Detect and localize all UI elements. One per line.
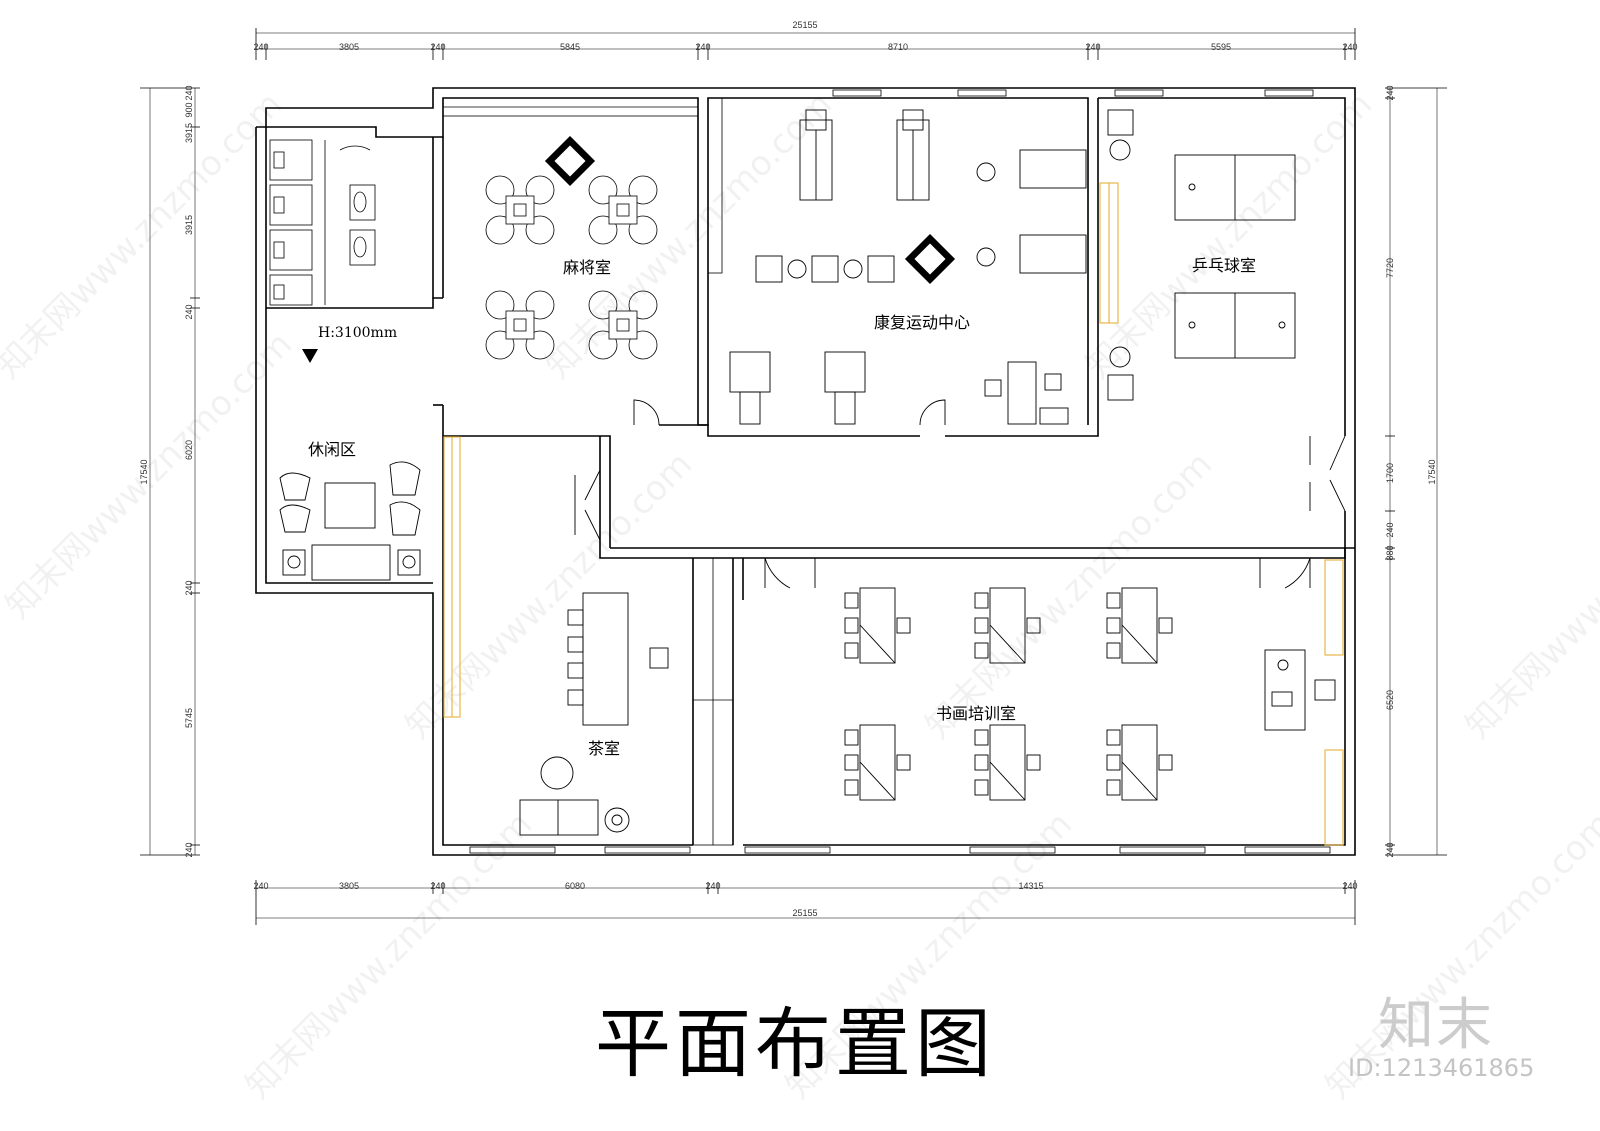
dim-label: 6520 [1385, 690, 1395, 710]
dim-label: 240 [184, 842, 194, 857]
dim-label: 880 [1385, 545, 1395, 560]
dimension-lines [140, 28, 1447, 925]
dim-label: 3915 [184, 215, 194, 235]
dim-label: 240 [430, 42, 445, 52]
accent-windows [443, 182, 1344, 846]
height-note: H:3100mm [318, 325, 397, 341]
dim-label: 240 [430, 881, 445, 891]
dim-label: 240 [695, 42, 710, 52]
dim-label: 240 [1342, 42, 1357, 52]
watermark: 知末网www.znzmo.com [0, 84, 290, 386]
dim-label: 7720 [1385, 258, 1395, 278]
dim-label: 5745 [184, 708, 194, 728]
lounge-furniture [279, 461, 421, 581]
image-id: ID:1213461865 [1348, 1054, 1535, 1082]
dim-label: 3805 [339, 42, 359, 52]
dim-top-total: 25155 [792, 20, 817, 30]
calligraphy-desks [764, 557, 1336, 801]
dim-label: 3805 [339, 881, 359, 891]
watermark-layer: 知末网www.znzmo.com 知末网www.znzmo.com 知末网www… [0, 84, 1600, 1106]
room-label-rehab: 康复运动中心 [874, 313, 970, 332]
dim-label: 8710 [888, 42, 908, 52]
room-label-pingpong: 乒乓球室 [1192, 256, 1256, 275]
dim-label: 5845 [560, 42, 580, 52]
dim-label: 240 [184, 304, 194, 319]
dim-bottom-total: 25155 [792, 908, 817, 918]
dim-label: 5595 [1211, 42, 1231, 52]
walls [255, 87, 1356, 856]
dim-label: 240 [1385, 522, 1395, 537]
dim-left-total: 17540 [139, 459, 149, 484]
dim-label: 900 [184, 102, 194, 117]
dim-label: 6080 [565, 881, 585, 891]
dim-label: 240 [705, 881, 720, 891]
dim-label: 3915 [184, 123, 194, 143]
dim-label: 240 [1385, 842, 1395, 857]
watermark: 知末网www.znzmo.com [918, 444, 1220, 746]
dim-label: 240 [253, 42, 268, 52]
watermark: 知末网www.znzmo.com [1458, 444, 1600, 746]
level-marker [302, 349, 318, 363]
room-labels: 麻将室 康复运动中心 乒乓球室 休闲区 茶室 书画培训室 [308, 256, 1256, 758]
room-label-calligraphy: 书画培训室 [936, 704, 1016, 723]
watermark: 知末网www.znzmo.com [238, 804, 540, 1106]
dim-label: 240 [1385, 85, 1395, 100]
mahjong-tables [485, 175, 658, 360]
brand-logo: 知末 [1378, 993, 1494, 1058]
dim-label: 6020 [184, 440, 194, 460]
dim-label: 1700 [1385, 463, 1395, 483]
room-label-mahjong: 麻将室 [563, 258, 611, 277]
pingpong-equipment [1107, 109, 1346, 512]
watermark: 知末网www.znzmo.com [538, 84, 840, 386]
dim-label: 240 [184, 580, 194, 595]
watermark: 知末网www.znzmo.com [1078, 84, 1380, 386]
rehab-equipment [633, 109, 1087, 426]
dim-label: 240 [1085, 42, 1100, 52]
dim-label: 240 [253, 881, 268, 891]
dim-right-total: 17540 [1427, 459, 1437, 484]
dim-label: 240 [1342, 881, 1357, 891]
drawing-title: 平面布置图 [595, 999, 995, 1088]
restroom-fixtures [269, 139, 376, 306]
room-label-tea: 茶室 [588, 739, 620, 758]
dim-label: 14315 [1018, 881, 1043, 891]
tea-furniture [519, 469, 669, 836]
table-symbols [544, 135, 956, 285]
dimension-labels: 25155 240 3805 240 5845 240 8710 240 559… [139, 20, 1437, 918]
dim-label: 240 [184, 85, 194, 100]
room-label-lounge: 休闲区 [308, 440, 356, 459]
windows [442, 89, 1331, 854]
